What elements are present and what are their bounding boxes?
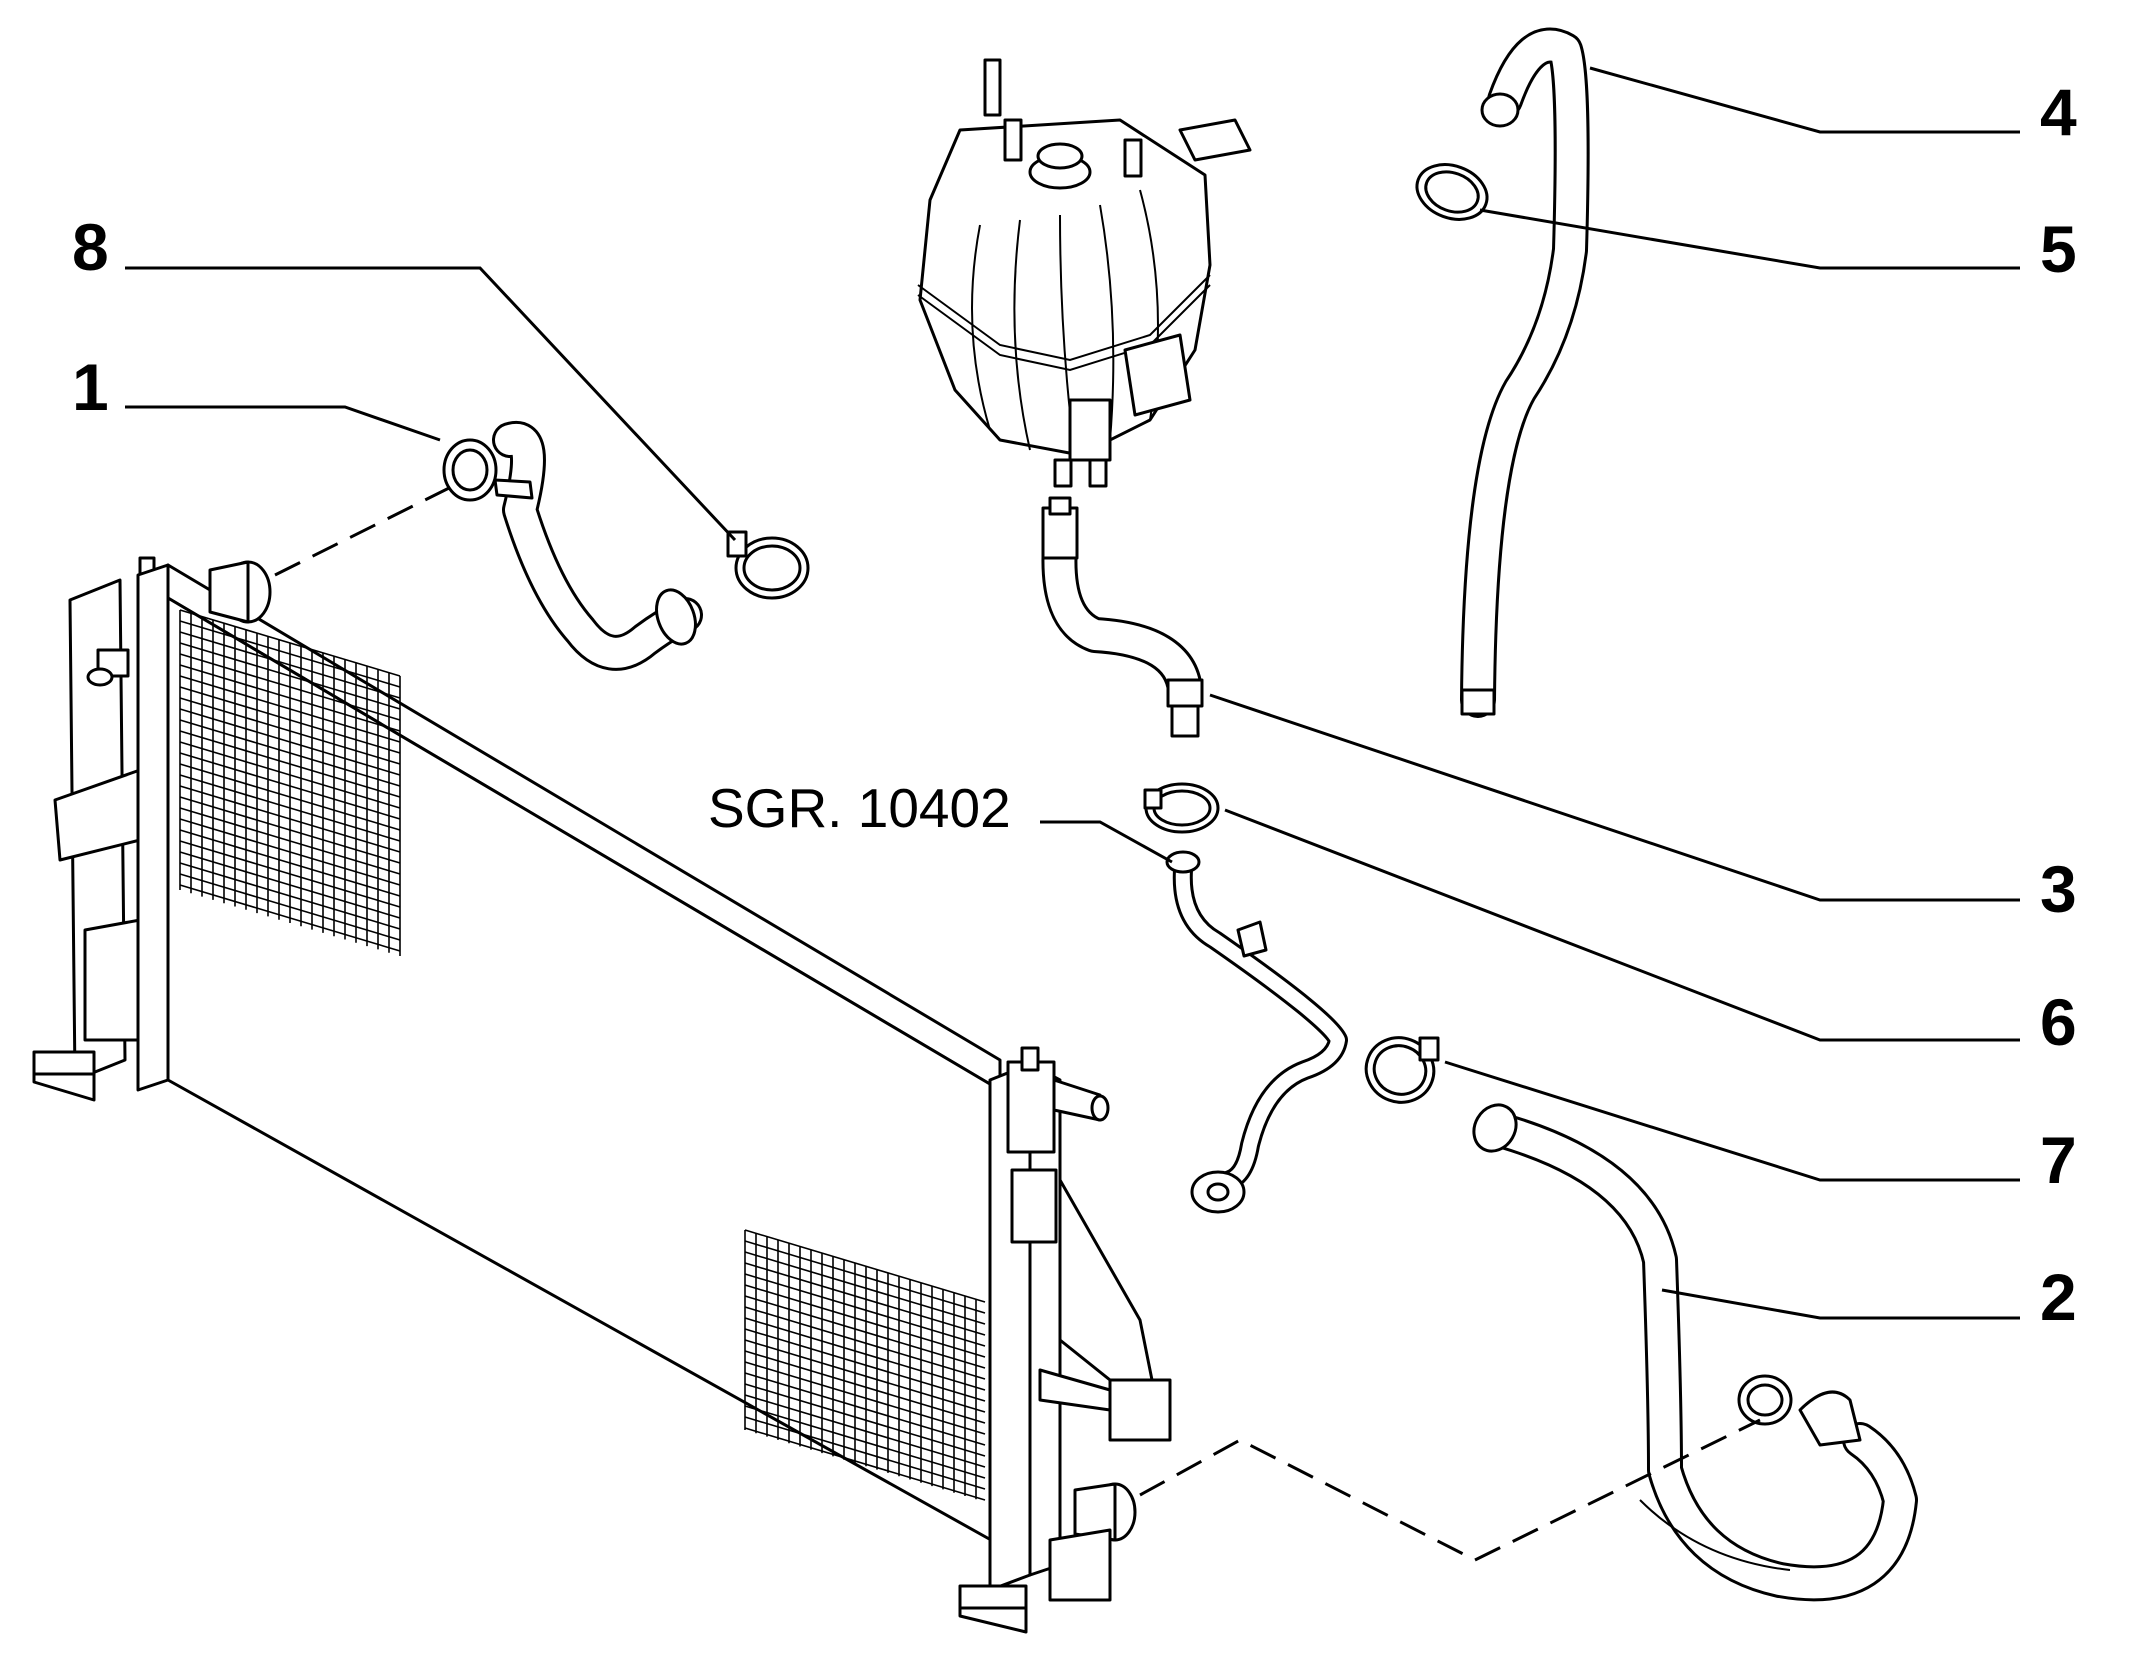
dashed-line-lower [1139,1418,1761,1562]
dashed-line-upper [274,483,456,577]
radiator [32,556,1172,1634]
clamp-6 [1143,782,1220,834]
hose-upper-radiator [442,421,703,671]
callout-1: 1 [72,350,109,424]
hose-lower-radiator [1472,1103,1918,1602]
reference-label: SGR. 10402 [708,777,1011,839]
clamp-8 [726,530,810,600]
callout-2: 2 [2040,1260,2077,1334]
hose-tank-outlet [1041,496,1204,738]
clamp-5 [1415,163,1489,221]
hose-overflow [1460,27,1590,718]
metal-pipe-sgr-10402 [1165,850,1348,1214]
callout-3: 3 [2040,852,2077,926]
callout-8: 8 [72,210,109,284]
callout-6: 6 [2040,985,2077,1059]
callout-7: 7 [2040,1123,2077,1197]
leader-lines [125,66,2020,1320]
clamp-7 [1364,1036,1440,1104]
callout-4: 4 [2040,75,2077,149]
callout-5: 5 [2040,212,2077,286]
expansion-tank [917,58,1252,488]
